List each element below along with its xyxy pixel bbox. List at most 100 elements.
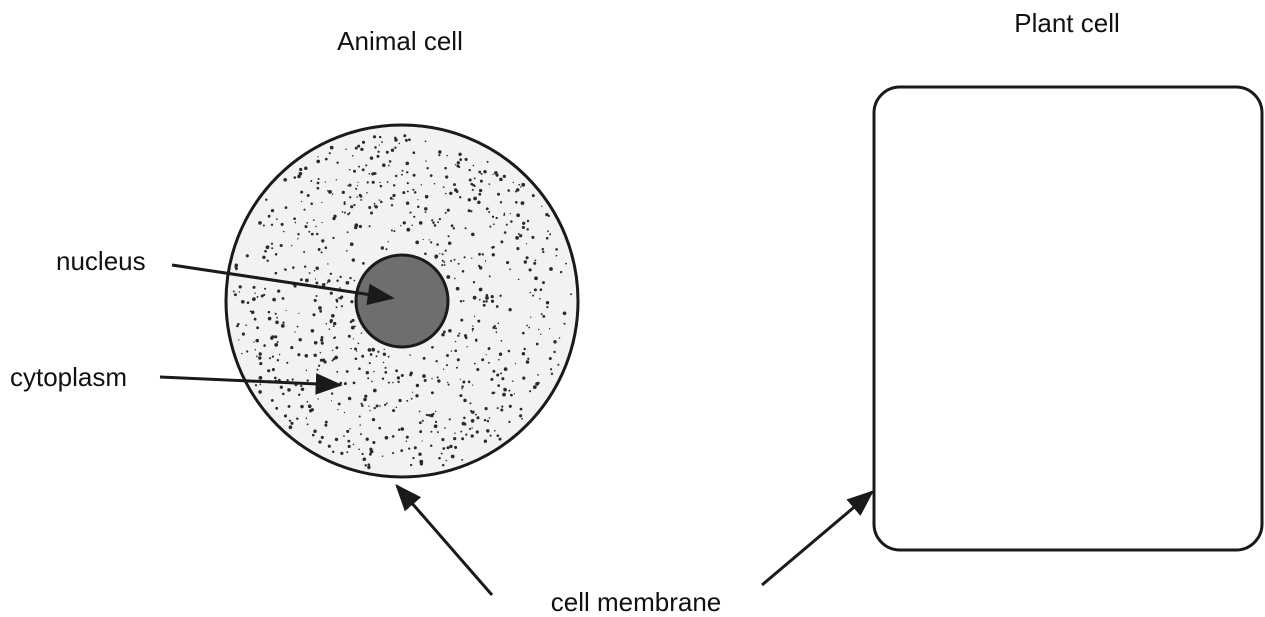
cytoplasm-dot (541, 206, 542, 207)
cytoplasm-dot (516, 213, 520, 217)
cytoplasm-dot (456, 287, 460, 291)
cytoplasm-dot (410, 372, 413, 375)
cytoplasm-dot (422, 420, 424, 422)
cytoplasm-dot (357, 182, 358, 183)
cytoplasm-dot (392, 194, 395, 197)
cytoplasm-dot (362, 168, 365, 171)
cytoplasm-dot (370, 212, 373, 215)
cytoplasm-dot (412, 151, 415, 154)
cytoplasm-dot (283, 231, 285, 233)
cytoplasm-dot (508, 350, 511, 353)
cytoplasm-dot (444, 167, 447, 170)
cytoplasm-dot (275, 253, 278, 256)
cytoplasm-dot (330, 146, 334, 150)
cytoplasm-dot (334, 336, 336, 338)
cytoplasm-dot (350, 348, 351, 349)
cytoplasm-dot (336, 300, 338, 302)
cytoplasm-dot (234, 266, 236, 268)
cytoplasm-dot (239, 291, 240, 292)
cytoplasm-dot (395, 369, 398, 372)
cytoplasm-dot (359, 415, 361, 417)
cytoplasm-dot (476, 368, 479, 371)
cytoplasm-dot (349, 169, 351, 171)
cytoplasm-dot (321, 222, 322, 223)
cytoplasm-dot (443, 261, 445, 263)
cytoplasm-dot (239, 285, 242, 288)
cytoplasm-dot (391, 229, 393, 231)
cytoplasm-dot (241, 300, 245, 304)
cytoplasm-dot (472, 184, 475, 187)
cytoplasm-dot (253, 342, 254, 343)
cytoplasm-dot (503, 388, 507, 392)
cytoplasm-dot (407, 190, 409, 192)
cytoplasm-dot (319, 310, 322, 313)
cytoplasm-dot (318, 306, 322, 310)
cytoplasm-dot (338, 402, 341, 405)
cytoplasm-dot (359, 424, 360, 425)
cytoplasm-dot (495, 327, 497, 329)
cytoplasm-dot (312, 434, 315, 437)
cytoplasm-dot (519, 234, 522, 237)
cytoplasm-dot (408, 138, 411, 141)
cytoplasm-dot (307, 194, 310, 197)
cytoplasm-dot (366, 371, 369, 374)
cytoplasm-dot (306, 370, 307, 371)
cytoplasm-dot (460, 379, 461, 380)
cytoplasm-dot (343, 203, 345, 205)
cytoplasm-dot (317, 369, 319, 371)
cytoplasm-dot (439, 218, 441, 220)
cytoplasm-dot (320, 352, 321, 353)
cytoplasm-dot (547, 230, 549, 232)
cytoplasm-dot (459, 333, 461, 335)
cytoplasm-dot (381, 141, 383, 143)
cytoplasm-dot (553, 340, 556, 343)
cytoplasm-dot (536, 343, 539, 346)
nucleus-label: nucleus (56, 246, 146, 276)
cytoplasm-dot (388, 165, 390, 167)
cytoplasm-dot (510, 220, 513, 223)
cytoplasm-dot (414, 446, 417, 449)
cytoplasm-dot (520, 186, 521, 187)
cytoplasm-dot (256, 326, 259, 329)
cytoplasm-dot (261, 295, 264, 298)
cytoplasm-dot (463, 300, 465, 302)
cytoplasm-dot (309, 409, 312, 412)
cytoplasm-dot (550, 368, 552, 370)
cytoplasm-dot (418, 453, 421, 456)
cytoplasm-dot (317, 182, 320, 185)
cytoplasm-dot (430, 444, 432, 446)
cytoplasm-dot (315, 282, 318, 285)
cytoplasm-dot (499, 178, 503, 182)
cytoplasm-dot (397, 376, 400, 379)
cytoplasm-dot (422, 374, 426, 378)
cytoplasm-dot (488, 347, 491, 350)
cytoplasm-dot (468, 198, 471, 201)
cytoplasm-dot (289, 420, 291, 422)
cytoplasm-dot (343, 435, 345, 437)
cytoplasm-dot (445, 250, 447, 252)
cytoplasm-dot (318, 248, 321, 251)
cytoplasm-dot (492, 253, 495, 256)
cytoplasm-dot (367, 181, 369, 183)
cytoplasm-dot (361, 453, 363, 455)
cytoplasm-dot (277, 341, 279, 343)
cytoplasm-dot (415, 241, 419, 245)
cytoplasm-dot (431, 391, 434, 394)
cytoplasm-dot (532, 194, 535, 197)
cytoplasm-dot (526, 360, 530, 364)
cytoplasm-dot (300, 278, 303, 281)
cytoplasm-dot (335, 438, 338, 441)
cytoplasm-dot (508, 308, 511, 311)
cytoplasm-dot (299, 168, 302, 171)
cytoplasm-dot (354, 226, 357, 229)
cytoplasm-dot (268, 311, 271, 314)
cytoplasm-dot (255, 349, 256, 350)
cytoplasm-dot (443, 186, 445, 188)
cytoplasm-dot (325, 421, 328, 424)
cytoplasm-dot (413, 174, 416, 177)
cytoplasm-dot (510, 394, 513, 397)
cytoplasm-dot (446, 155, 447, 156)
cytoplasm-dot (372, 181, 375, 184)
cytoplasm-dot (430, 174, 433, 177)
cytoplasm-dot (357, 145, 360, 148)
